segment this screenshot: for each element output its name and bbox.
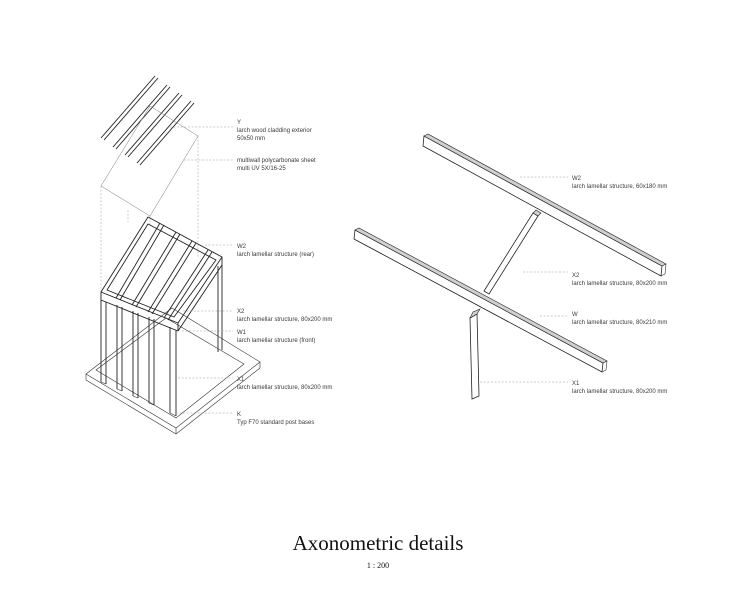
label-x2-text: larch lamellar structure, 80x200 mm — [237, 317, 332, 323]
polycarbonate-sheet — [100, 105, 199, 217]
beam-x2 — [483, 209, 542, 295]
label-r-x2-text: larch lamellar structure, 80x200 mm — [572, 281, 667, 287]
right-details: W2 larch lamellar structure, 60x180 mm X… — [353, 133, 667, 400]
label-r-x1-code: X1 — [572, 381, 580, 387]
label-y-text: larch wood cladding exterior — [237, 128, 312, 134]
label-r-w2-text: larch lamellar structure, 60x180 mm — [572, 184, 667, 190]
label-r-w-text: larch lamellar structure, 80x210 mm — [572, 320, 667, 326]
right-leaders — [480, 176, 568, 383]
label-x1-code: X1 — [237, 377, 245, 383]
label-x1-text: larch lamellar structure, 80x200 mm — [237, 385, 332, 391]
left-assembly: Y larch wood cladding exterior 50x50 mm … — [85, 75, 332, 435]
label-w2-code: W2 — [237, 244, 247, 250]
label-w1-code: W1 — [237, 330, 247, 336]
label-x2-code: X2 — [237, 309, 245, 315]
label-r-w2-code: W2 — [572, 176, 582, 182]
left-leaders — [170, 126, 233, 414]
beam-x1 — [469, 308, 481, 400]
beam-w — [353, 227, 608, 373]
label-k-code: K — [237, 412, 241, 418]
right-labels: W2 larch lamellar structure, 60x180 mm X… — [572, 176, 667, 395]
cladding-battens — [100, 75, 195, 166]
base-slab — [85, 307, 261, 435]
left-labels: Y larch wood cladding exterior 50x50 mm … — [237, 120, 332, 426]
label-w2-text: larch lamellar structure (rear) — [237, 252, 314, 258]
roof-frame — [100, 216, 223, 332]
drawing-scale: 1 : 200 — [367, 561, 389, 570]
label-y-code: Y — [237, 120, 241, 126]
label-r-x1-text: larch lamellar structure, 80x200 mm — [572, 389, 667, 395]
label-w1-text: larch lamellar structure (front) — [237, 338, 315, 344]
label-r-x2-code: X2 — [572, 273, 580, 279]
label-poly-text: multiwall polycarbonate sheet — [237, 158, 316, 164]
label-r-w-code: W — [572, 312, 578, 318]
posts — [100, 265, 223, 417]
label-poly-spec: multi UV 5X/16-25 — [237, 166, 286, 172]
beam-w2 — [422, 133, 667, 277]
label-k-text: Typ F70 standard post bases — [237, 420, 314, 426]
label-y-size: 50x50 mm — [237, 136, 265, 142]
drawing-title: Axonometric details — [293, 531, 464, 555]
